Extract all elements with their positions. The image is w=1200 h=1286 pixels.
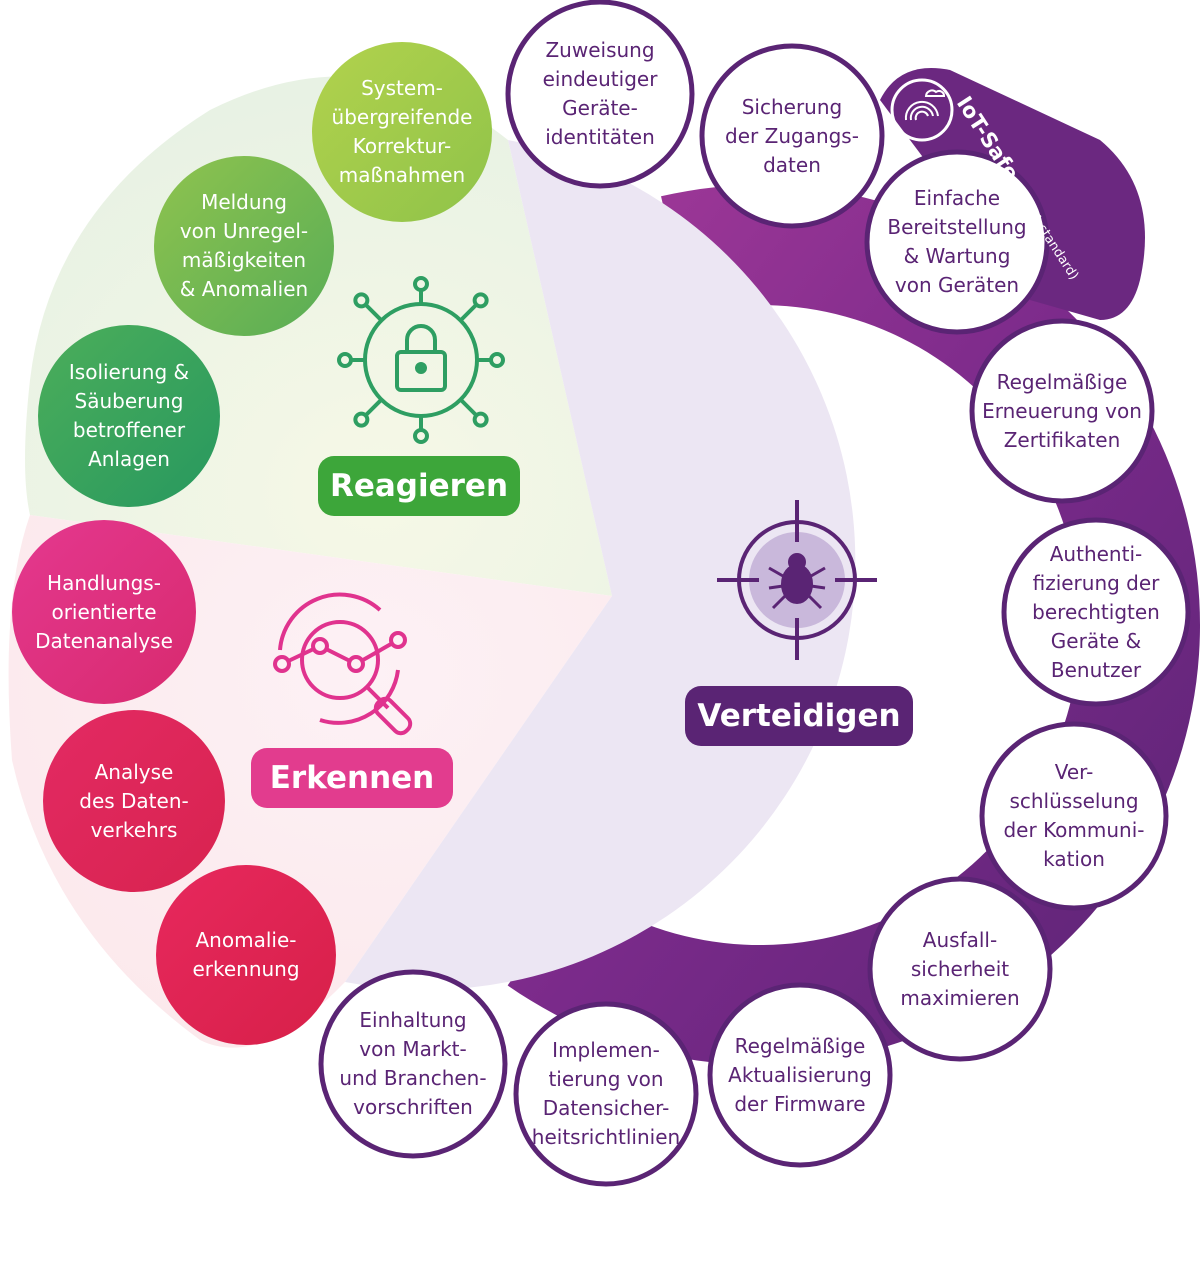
- defend-item-label: Regelmäßige Erneuerung von Zertifikaten: [982, 369, 1142, 452]
- react-item-circle: [38, 325, 220, 507]
- defend-item-label: Ausfall- sicherheit maximieren: [900, 927, 1020, 1010]
- defend-item-label: Authenti- fizierung der berechtigten Ger…: [1032, 541, 1160, 682]
- react-item-circle: [154, 156, 334, 336]
- defend-item-label: Regelmäßige Aktualisierung der Firmware: [728, 1033, 872, 1116]
- defend-item-label: Einhaltung von Markt- und Branchen- vors…: [339, 1008, 487, 1119]
- detect-item-circle: [156, 865, 336, 1045]
- react-item-label: Meldung von Unregel- mäßigkeiten & Anoma…: [179, 190, 309, 301]
- defend-item-circle: [979, 721, 1169, 911]
- react-item-label: Isolierung & Säuberung betroffener Anlag…: [68, 360, 190, 471]
- detect-item-label: Anomalie- erkennung: [192, 928, 300, 981]
- bug-target-icon: [717, 500, 877, 660]
- defend-item-label: Sicherung der Zugangs- daten: [725, 94, 859, 177]
- network-lock-icon: [337, 276, 505, 444]
- detect-pill: Erkennen: [251, 748, 453, 808]
- defend-item-circle: [505, 0, 695, 189]
- defend-item-label: Zuweisung eindeutiger Geräte- identitäte…: [542, 38, 658, 149]
- react-pill: Reagieren: [318, 456, 520, 516]
- defend-item-circle: [867, 876, 1053, 1062]
- defend-item-circle: [969, 318, 1155, 504]
- detect-item-circle: [12, 520, 196, 704]
- defend-pill: Verteidigen: [685, 686, 913, 746]
- detect-item-circle: [43, 710, 225, 892]
- react-pill-label: Reagieren: [329, 468, 509, 504]
- defend-item-label: Einfache Bereitstellung & Wartung von Ge…: [887, 186, 1027, 297]
- defend-item-circle: [318, 969, 508, 1159]
- defend-item-circle: [513, 1001, 699, 1187]
- defend-item-label: Ver- schlüsselung der Kommuni- kation: [1003, 760, 1145, 871]
- detect-item-label: Handlungs- orientierte Datenanalyse: [35, 570, 173, 653]
- defend-pill-label: Verteidigen: [697, 698, 901, 734]
- magnifier-chart-icon: [273, 592, 413, 736]
- detect-item-label: Analyse des Daten- verkehrs: [79, 759, 189, 842]
- defend-item-circle: [699, 43, 885, 229]
- defend-sector: [345, 140, 856, 990]
- defend-item-circle: [707, 982, 893, 1168]
- defend-item-label: Implemen- tierung von Datensicher- heits…: [531, 1038, 681, 1149]
- defend-item-circle: [1001, 517, 1191, 707]
- defend-item-circle: [864, 149, 1050, 335]
- detect-pill-label: Erkennen: [269, 760, 435, 796]
- fingerprint-cloud-icon: [890, 78, 954, 142]
- react-item-circle: [312, 42, 492, 222]
- react-item-label: System- übergreifende Korrektur- maßnahm…: [331, 76, 473, 187]
